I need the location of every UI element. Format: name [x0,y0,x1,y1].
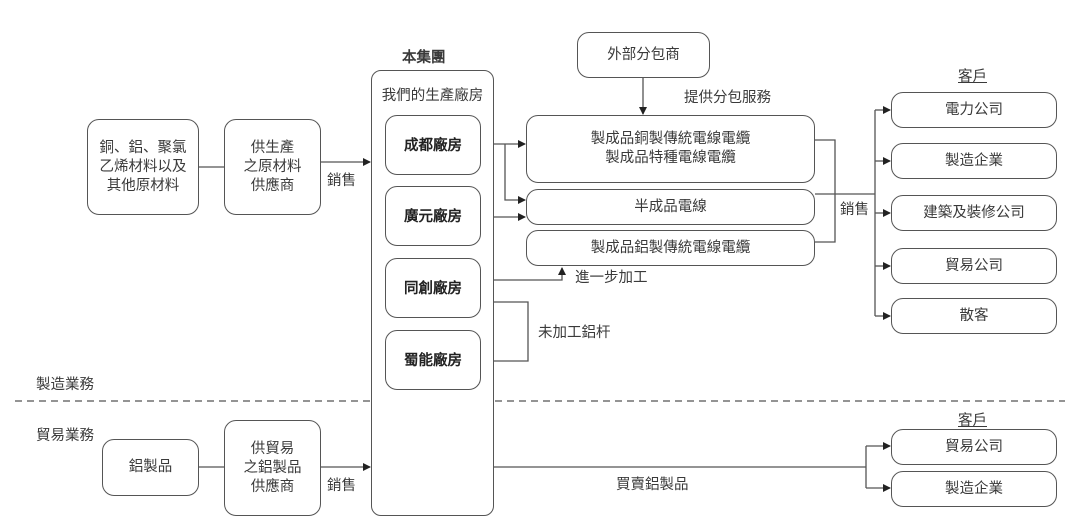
box-text-line: 製成品銅製傳統電線電纜 [590,131,751,147]
trading-customer-manufacturing: 製造企業 [891,471,1057,507]
trade-label: 買賣鋁製品 [616,477,689,493]
trading-customer-trading: 貿易公司 [891,429,1057,465]
trading-customers-title: 客戶 [958,413,987,429]
group-title: 本集團 [402,49,446,66]
plant-shuneng: 蜀能廠房 [385,330,481,390]
box-text-line: 製成品特種電線電纜 [605,150,736,166]
box-text-line: 乙烯材料以及 [99,158,187,175]
box-text-line: 銅、鋁、聚氯 [99,139,187,156]
customer-retail: 散客 [891,298,1057,334]
aluminum-product-box: 鋁製品 [102,439,199,496]
plant-chengdu: 成都廠房 [385,115,481,175]
customer-trading: 貿易公司 [891,248,1057,284]
trading-section-label: 貿易業務 [36,428,94,444]
customer-construction: 建築及裝修公司 [891,195,1057,231]
subcontract-label: 提供分包服務 [684,90,771,106]
trading-supplier-box: 供貿易 之鋁製品 供應商 [224,420,321,516]
further-processing-label: 進一步加工 [575,270,648,286]
raw-rod-label: 未加工鋁杆 [538,325,611,341]
box-text-line: 之原材料 [243,158,302,175]
box-text-line: 供貿易 [250,440,295,457]
arrow-shuneng-to-tongchuang [481,298,529,362]
box-text-line: 供應商 [250,177,295,194]
manufacturing-section-label: 製造業務 [36,377,94,393]
product-copper-special: 製成品銅製傳統電線電纜 製成品特種電線電纜 [526,115,815,183]
box-text-line: 之鋁製品 [243,459,302,476]
line-products-bracket [815,139,836,243]
sale-label: 銷售 [327,173,356,189]
group-subtitle: 我們的生產廠房 [381,88,484,104]
plant-tongchuang: 同創廠房 [385,258,481,318]
customers-title: 客戶 [958,69,987,85]
box-text-line: 供生產 [250,139,295,156]
arrow-tongchuang-to-aluminum [481,267,566,281]
product-semi-finished: 半成品電線 [526,189,815,225]
plant-guangyuan: 廣元廠房 [385,186,481,246]
raw-material-supplier-box: 供生產 之原材料 供應商 [224,119,321,215]
customer-power: 電力公司 [891,92,1057,128]
customer-manufacturing: 製造企業 [891,143,1057,179]
product-aluminum: 製成品鋁製傳統電線電纜 [526,230,815,266]
box-text-line: 其他原材料 [106,177,180,194]
raw-materials-box: 銅、鋁、聚氯 乙烯材料以及 其他原材料 [87,119,199,215]
customer-sale-label: 銷售 [840,202,869,218]
subcontractor-box: 外部分包商 [577,32,710,78]
box-text-line: 供應商 [250,478,295,495]
arrow-chengdu-to-semi [504,144,526,204]
trading-sale-label: 銷售 [327,478,356,494]
